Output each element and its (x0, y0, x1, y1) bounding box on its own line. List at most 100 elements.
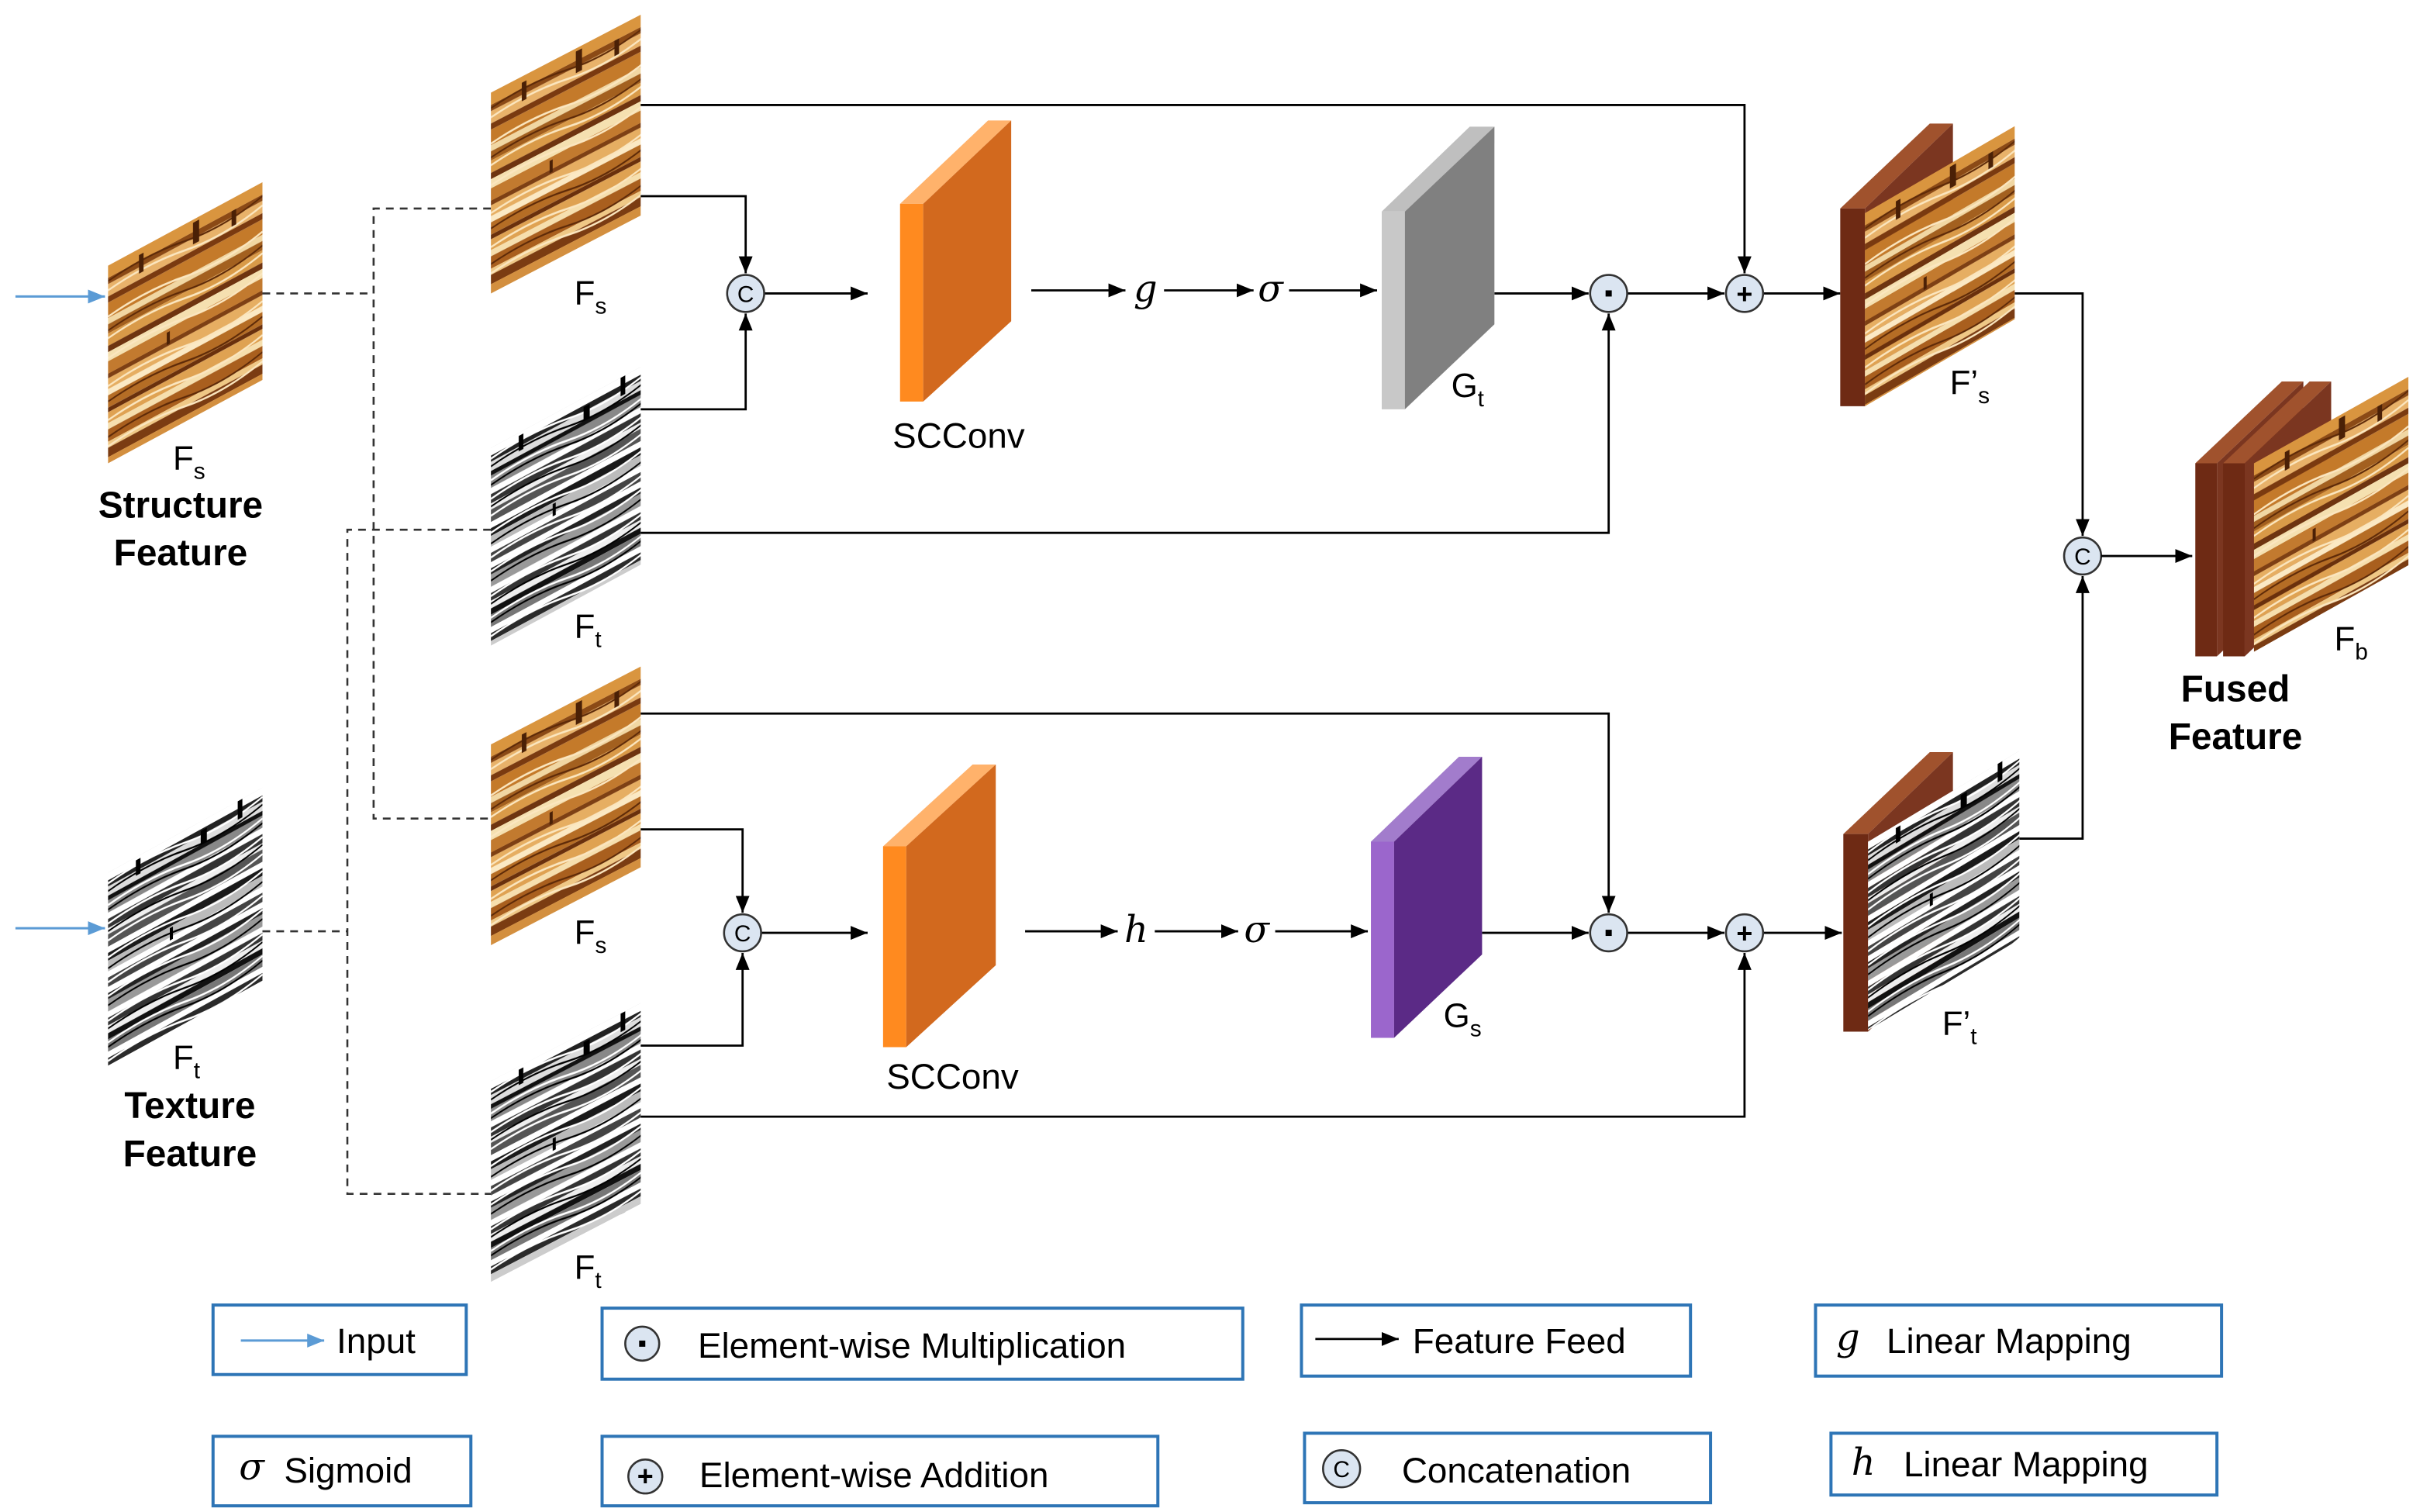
label-subscript: t (1970, 1024, 1977, 1049)
block-side-face (1393, 756, 1483, 1038)
texture-dashed-bus (346, 528, 492, 1195)
bottom-sigmoid-symbol: σ (1244, 909, 1270, 951)
legend-item-sigmoid: σ Sigmoid (211, 1434, 473, 1508)
label-subscript: t (194, 1058, 201, 1083)
legend-symbol: σ (239, 1446, 265, 1489)
label-subscript: t (595, 1268, 602, 1293)
structure-title-line1: Structure (98, 485, 263, 526)
bottom-ft-map (491, 1003, 641, 1282)
multiply-dot (1605, 290, 1612, 297)
concat-symbol: C (734, 921, 751, 947)
label-subscript: s (595, 933, 606, 958)
bottom-ft-to-add-arrow (640, 952, 1752, 1118)
block-top-face (882, 764, 996, 847)
output-fs-image-group (1865, 126, 2015, 406)
legend-item-h-mapping: h Linear Mapping (1829, 1431, 2219, 1497)
multiply-dot (639, 1340, 646, 1347)
bottom-mapping-symbol: h (1124, 909, 1148, 951)
multiply-operator-icon (624, 1325, 661, 1362)
label-base: F (575, 1248, 595, 1286)
gate-s-label: Gs (1444, 997, 1482, 1042)
bottom-scconv-block (882, 764, 996, 1048)
top-ft-map (491, 367, 641, 646)
block-front-face (1381, 211, 1405, 409)
legend-item-addition: + Element-wise Addition (600, 1434, 1160, 1508)
fused-feature-label: Fb (2334, 620, 2367, 665)
legend-item-feature-feed: Feature Feed (1300, 1303, 1693, 1378)
operator-circle (726, 274, 765, 313)
legend-box (211, 1434, 473, 1508)
output-ft-image (1868, 751, 2020, 1030)
fused-feature-map (2195, 377, 2409, 657)
label-subscript: s (1470, 1017, 1482, 1042)
bottom-ft-to-concat-arrow (640, 952, 750, 1047)
top-concat-operator: C (726, 274, 765, 313)
structure-feature-label: Fs (173, 440, 205, 485)
legend-label: Feature Feed (1413, 1321, 1626, 1361)
legend-box (1829, 1431, 2219, 1497)
label-subscript: s (595, 293, 606, 319)
bottom-ft-label: Ft (575, 1248, 602, 1293)
top-mapping-symbol: g (1134, 268, 1158, 310)
gate-s-block (1371, 756, 1483, 1038)
top-fs-map (491, 15, 641, 294)
top-fs-to-concat-arrow (640, 195, 753, 274)
block-top-face (1371, 756, 1483, 842)
slab-front-face (2223, 463, 2245, 657)
fused-title-line1: Fused (2181, 668, 2290, 709)
legend-label: Element-wise Addition (699, 1455, 1048, 1495)
fused-image-group (2253, 377, 2409, 652)
label-base: F (173, 1038, 194, 1076)
texture-title-line2: Feature (123, 1134, 257, 1175)
output-fs-image (1865, 126, 2015, 406)
block-top-face (899, 120, 1012, 204)
output-ft-image-group (1868, 751, 2020, 1030)
legend-item-g-mapping: g Linear Mapping (1814, 1303, 2224, 1378)
label-subscript: t (1478, 386, 1485, 412)
slab-front-face (2195, 463, 2218, 657)
slab-top-face (1840, 123, 1953, 209)
block-side-face (923, 120, 1012, 402)
top-fs-image (491, 15, 641, 294)
output-ft-map (1843, 751, 2020, 1032)
legend-box (1303, 1431, 1713, 1505)
final-concat-operator: C (2063, 536, 2103, 576)
top-ft-to-multiply-arrow (640, 313, 1616, 534)
texture-title-line1: Texture (124, 1086, 255, 1127)
bottom-fs-map (491, 666, 641, 945)
gate-t-label: Gt (1452, 367, 1485, 412)
structure-title-line2: Feature (114, 533, 248, 574)
bottom-scconv-label: SCConv (886, 1057, 1019, 1096)
bottom-fs-to-multiply-arrow (640, 712, 1616, 913)
label-base: F’ (1942, 1005, 1970, 1043)
legend-box (600, 1307, 1244, 1381)
legend-label: Linear Mapping (1904, 1445, 2149, 1484)
top-scconv-block (899, 120, 1012, 402)
bottom-concat-operator: C (723, 913, 762, 953)
bottom-ft-image (491, 1003, 641, 1282)
legend-label: Concatenation (1402, 1451, 1631, 1490)
legend: Input Element-wise Multiplication Featur… (211, 1303, 2224, 1508)
slab-front-face (1843, 834, 1869, 1032)
gate-t-block (1381, 126, 1495, 409)
legend-label: Sigmoid (284, 1451, 412, 1490)
concat-operator-icon: C (1322, 1449, 1362, 1489)
add-symbol: + (1736, 918, 1752, 949)
output-fs-map (1840, 123, 2015, 406)
label-base: F (2334, 620, 2355, 658)
operator-circle (1724, 913, 1765, 953)
slab-top-face (2223, 381, 2332, 464)
operator-circle (1322, 1449, 1362, 1489)
fused-feature-image (2253, 377, 2409, 652)
top-add-operator: + (1724, 274, 1765, 313)
legend-label: Input (337, 1321, 416, 1361)
block-side-face (906, 764, 996, 1048)
block-side-face (1404, 126, 1495, 409)
bottom-multiply-operator (1589, 913, 1628, 953)
legend-symbol: h (1852, 1441, 1876, 1484)
top-ft-label: Ft (575, 608, 602, 653)
top-fs-to-add-arrow (640, 104, 1752, 274)
output-ft-label: F’t (1942, 1005, 1977, 1050)
legend-label: Linear Mapping (1887, 1321, 2132, 1361)
concat-symbol: C (2074, 544, 2091, 570)
